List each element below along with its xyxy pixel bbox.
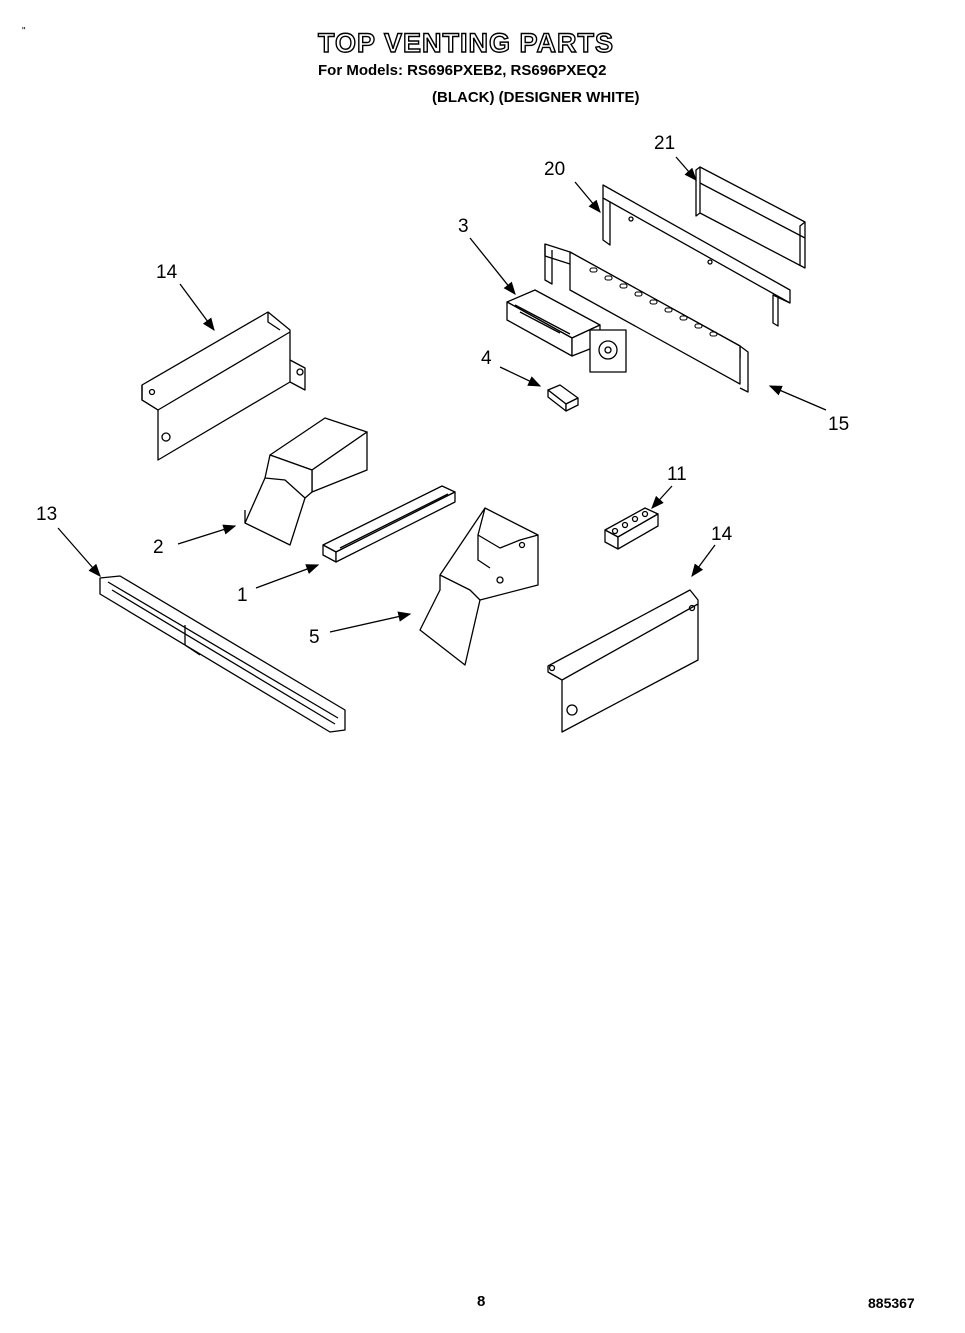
part-21-bracket [695, 166, 806, 269]
callout-1: 1 [237, 585, 248, 606]
callout-5: 5 [309, 627, 320, 648]
callout-15: 15 [828, 414, 849, 435]
callout-13: 13 [36, 504, 57, 525]
document-code: 885367 [868, 1295, 915, 1311]
callout-14-upper: 14 [156, 262, 178, 283]
callout-21: 21 [654, 133, 675, 154]
part-14-bracket-upper [141, 311, 306, 461]
part-4-clip [547, 384, 579, 412]
page-title: TOP VENTING PARTS [317, 27, 615, 58]
page-number: 8 [477, 1293, 486, 1310]
leader-lines [57, 156, 827, 633]
colors-line: (BLACK) (DESIGNER WHITE) [432, 89, 640, 106]
part-11-terminal-block [604, 507, 659, 550]
part-15-slotted-plate [544, 243, 749, 393]
part-3-module [506, 289, 627, 373]
callout-11: 11 [667, 464, 687, 485]
callout-20: 20 [544, 159, 565, 180]
callout-4: 4 [481, 348, 492, 369]
callout-2: 2 [153, 537, 164, 558]
part-20-channel [602, 184, 791, 327]
models-line: For Models: RS696PXEB2, RS696PXEQ2 [318, 62, 607, 79]
part-13-rail [99, 575, 346, 733]
callout-3: 3 [458, 216, 469, 237]
part-5-baffle [419, 507, 539, 666]
part-14-bracket-lower [547, 589, 699, 733]
callout-14-lower: 14 [711, 524, 733, 545]
part-2-duct [244, 417, 368, 546]
part-1-bar [322, 485, 456, 563]
corner-mark: " [22, 26, 26, 37]
